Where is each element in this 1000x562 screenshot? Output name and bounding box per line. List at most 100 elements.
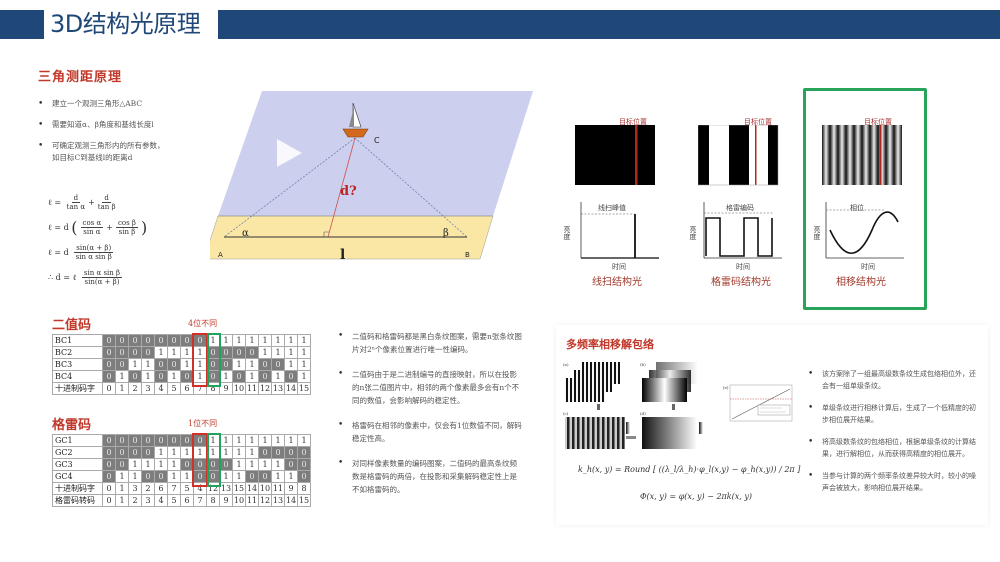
bit-cell: 0 — [271, 358, 285, 371]
bit-cell: 1 — [297, 434, 311, 447]
bit-cell: 0 — [258, 370, 272, 383]
bit-cell: 1 — [167, 446, 181, 459]
gray-adjacent-marker — [207, 433, 221, 487]
formula-3: ℓ = d sin(α + β)sin α sin β — [48, 244, 114, 261]
phase-shift-pattern — [822, 125, 902, 185]
bit-cell: 1 — [271, 334, 285, 347]
line-scan-pattern — [575, 125, 655, 185]
value-cell: 11 — [245, 494, 259, 507]
bit-cell: 1 — [141, 370, 155, 383]
bit-cell: 0 — [102, 446, 116, 459]
multi-frequency-figure: (a) (b) (c) (d) — [563, 362, 703, 449]
bit-cell: 0 — [245, 470, 259, 483]
bit-cell: 1 — [271, 346, 285, 359]
phase-shift-plot — [825, 202, 904, 259]
bit-cell: 1 — [232, 358, 246, 371]
bit-cell: 0 — [297, 470, 311, 483]
value-cell: 13 — [271, 494, 285, 507]
svg-text:A: A — [218, 251, 223, 259]
bit-cell: 0 — [258, 446, 272, 459]
range-label: 线扫峰值 — [598, 204, 626, 212]
bit-cell: 1 — [115, 470, 129, 483]
svg-text:α: α — [242, 228, 249, 239]
svg-text:(a): (a) — [563, 362, 569, 367]
bit-cell: 1 — [154, 458, 168, 471]
bit-cell: 0 — [102, 334, 116, 347]
bit-cell: 0 — [297, 458, 311, 471]
value-cell: 0 — [102, 494, 116, 507]
y-axis-label: 亮度 — [813, 226, 821, 240]
value-cell: 2 — [128, 382, 142, 395]
value-cell: 15 — [297, 382, 311, 395]
bit-cell: 0 — [102, 346, 116, 359]
bit-cell: 0 — [115, 458, 129, 471]
bit-cell: 0 — [180, 370, 194, 383]
multi-frequency-title: 多频率相移解包络 — [566, 338, 654, 351]
value-cell: 12 — [258, 382, 272, 395]
bit-cell: 0 — [271, 446, 285, 459]
range-label: 相位 — [850, 204, 864, 212]
bit-cell: 0 — [141, 346, 155, 359]
svg-text:(d): (d) — [640, 411, 646, 416]
page-title: 3D结构光原理 — [50, 10, 201, 38]
value-cell: 13 — [271, 382, 285, 395]
bit-cell: 0 — [128, 446, 142, 459]
bit-cell: 1 — [167, 458, 181, 471]
value-cell: 15 — [232, 482, 246, 495]
bullet-item: 需要知道α、β角度和基线长度l — [38, 119, 168, 131]
value-cell: 14 — [245, 482, 259, 495]
value-cell: 10 — [232, 494, 246, 507]
triangulation-title: 三角测距原理 — [38, 70, 123, 85]
value-cell: 11 — [245, 382, 259, 395]
bit-cell: 1 — [297, 358, 311, 371]
bit-cell: 0 — [128, 334, 142, 347]
bit-cell: 0 — [167, 434, 181, 447]
gray-diff-label: 1位不同 — [188, 419, 218, 428]
phase-unwrap-plot: (e) — [723, 384, 793, 422]
value-cell: 7 — [167, 482, 181, 495]
bit-cell: 0 — [284, 458, 298, 471]
bit-cell: 1 — [284, 334, 298, 347]
bit-cell: 1 — [219, 370, 233, 383]
svg-text:(b): (b) — [640, 362, 646, 367]
bit-cell: 1 — [284, 346, 298, 359]
value-cell: 1 — [115, 382, 129, 395]
bit-cell: 1 — [284, 358, 298, 371]
bit-cell: 0 — [219, 358, 233, 371]
value-cell: 0 — [102, 482, 116, 495]
triangulation-diagram: C d? α β A B l — [210, 91, 533, 263]
y-axis-label: 亮度 — [689, 226, 697, 240]
svg-text:d?: d? — [340, 184, 357, 199]
row-label: 十进制码字 — [52, 382, 103, 395]
bit-cell: 0 — [102, 370, 116, 383]
note-item: 将高级数条纹的包络相位，根据单级条纹的计算结果，进行解相位，从而获得高精度的相位… — [808, 436, 978, 460]
highlight-box — [803, 88, 927, 310]
bit-cell: 1 — [219, 470, 233, 483]
bit-cell: 1 — [167, 470, 181, 483]
bit-cell: 1 — [245, 358, 259, 371]
x-axis-label: 时间 — [861, 263, 875, 271]
bit-cell: 0 — [128, 370, 142, 383]
value-cell: 0 — [102, 382, 116, 395]
bit-cell: 0 — [219, 458, 233, 471]
row-label: BC1 — [52, 334, 103, 347]
value-cell: 2 — [141, 482, 155, 495]
binary-adjacent-marker — [207, 333, 221, 387]
bit-cell: 0 — [115, 346, 129, 359]
bit-cell: 0 — [167, 358, 181, 371]
row-label: GC1 — [52, 434, 103, 447]
y-axis-label: 亮度 — [563, 226, 571, 240]
bit-cell: 1 — [258, 334, 272, 347]
bit-cell: 1 — [245, 446, 259, 459]
bit-cell: 0 — [115, 358, 129, 371]
bit-cell: 0 — [102, 458, 116, 471]
code-notes: 二值码和格雷码都是黑白条纹图案，需要n张条纹图片对2ⁿ个像素位置进行唯一性编码。… — [338, 330, 524, 505]
value-cell: 3 — [141, 494, 155, 507]
bit-cell: 1 — [284, 434, 298, 447]
